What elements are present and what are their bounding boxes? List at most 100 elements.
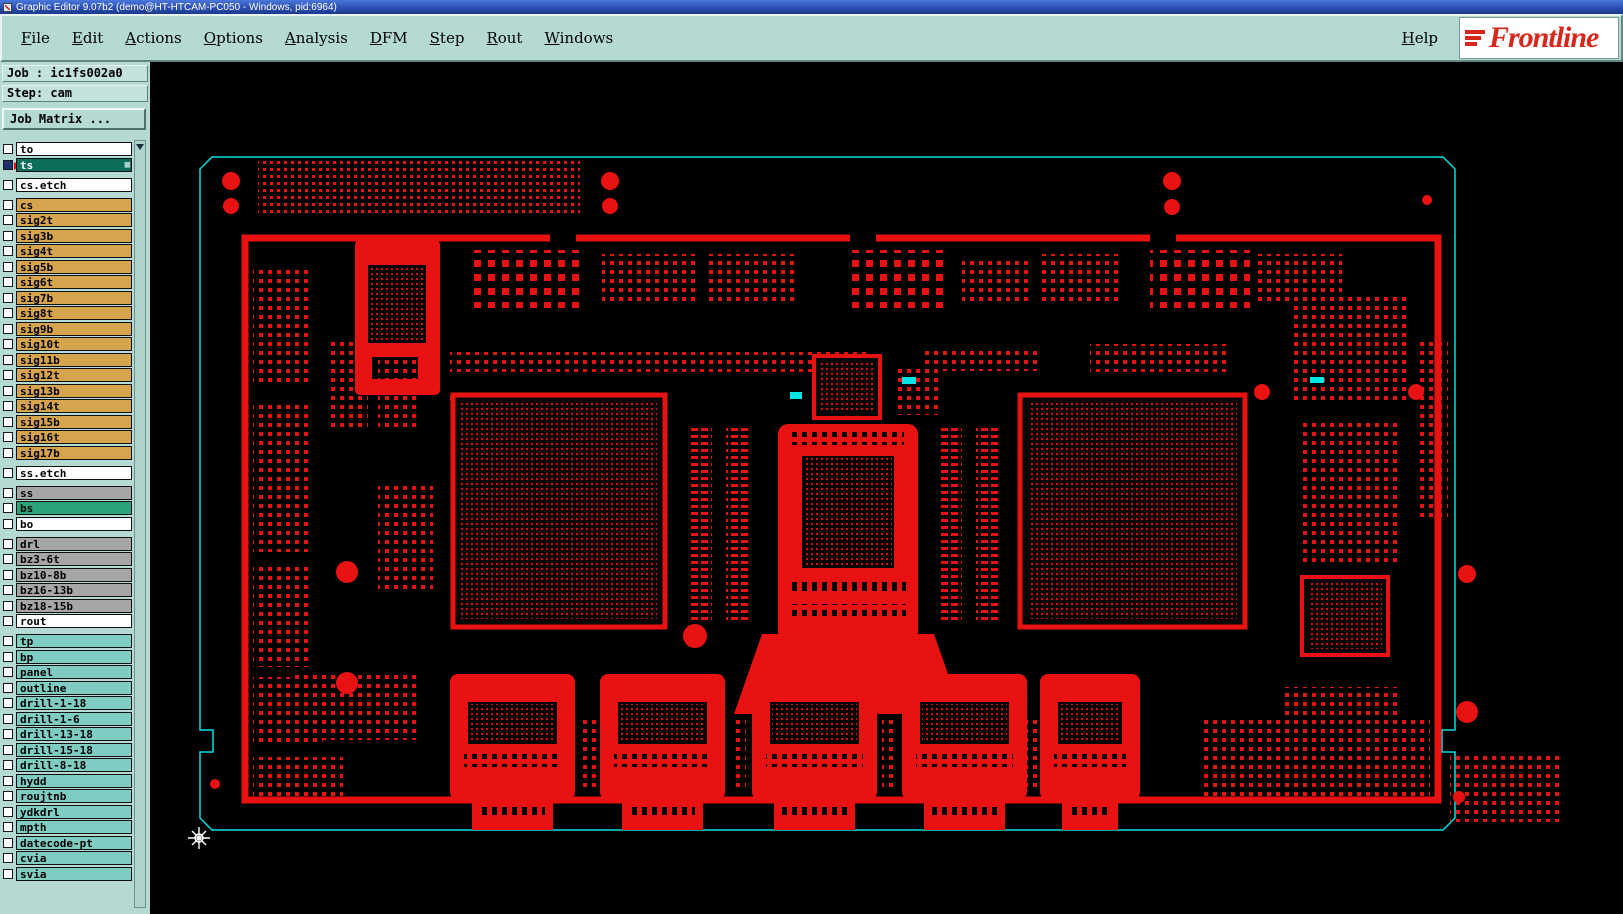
layer-name[interactable]: svia [16, 866, 132, 881]
menu-item[interactable]: Edit [71, 29, 104, 47]
layer-checkbox[interactable] [3, 651, 13, 662]
layer-checkbox[interactable] [3, 667, 13, 677]
layer-row[interactable]: sig8t [2, 306, 132, 320]
layer-checkbox[interactable] [3, 370, 13, 380]
layer-name[interactable]: ydkdrl [16, 804, 132, 819]
layer-name[interactable]: sig12t [16, 368, 132, 382]
layer-name[interactable]: cvia [16, 851, 132, 865]
menu-item-help[interactable]: Help [1401, 29, 1438, 47]
layer-checkbox[interactable] [3, 837, 13, 848]
layer-name[interactable]: drl [16, 536, 132, 551]
layer-checkbox[interactable] [3, 401, 13, 411]
layer-row[interactable]: ss [2, 485, 132, 500]
menu-item[interactable]: Analysis [284, 29, 348, 47]
layer-row[interactable]: rout [2, 614, 132, 628]
layer-row[interactable]: cvia [2, 851, 132, 865]
layer-name[interactable]: sig10t [16, 337, 132, 351]
layer-checkbox[interactable] [3, 467, 13, 478]
layer-name[interactable]: drill-15-18 [16, 742, 132, 757]
layer-checkbox[interactable] [3, 215, 13, 225]
layer-name[interactable]: bp [16, 649, 132, 664]
layer-row[interactable]: sig3b [2, 228, 132, 243]
layer-checkbox[interactable] [3, 230, 13, 241]
layer-name[interactable]: bz10-8b [16, 567, 132, 582]
layer-name[interactable]: sig2t [16, 213, 132, 227]
layer-row[interactable]: sig11b [2, 352, 132, 367]
layer-checkbox[interactable] [3, 354, 13, 365]
layer-row[interactable]: sig14t [2, 399, 132, 413]
layer-name[interactable]: drill-1-6 [16, 711, 132, 726]
layer-checkbox[interactable] [3, 416, 13, 427]
layer-row[interactable]: sig9b [2, 321, 132, 336]
layer-checkbox[interactable] [3, 853, 13, 863]
pcb-canvas[interactable] [150, 62, 1623, 914]
layer-checkbox[interactable] [3, 179, 13, 190]
layer-checkbox[interactable] [3, 292, 13, 303]
menu-item[interactable]: Step [429, 29, 465, 47]
layer-name[interactable]: sig13b [16, 383, 132, 398]
layer-row[interactable]: svia [2, 866, 132, 881]
layer-row[interactable]: ts [2, 157, 132, 172]
layer-row[interactable]: sig6t [2, 275, 132, 289]
layer-row[interactable]: sig7b [2, 290, 132, 305]
layer-name[interactable]: ss.etch [16, 465, 132, 480]
layer-checkbox[interactable] [3, 822, 13, 832]
layer-name[interactable]: drill-1-18 [16, 696, 132, 710]
layer-row[interactable]: mpth [2, 820, 132, 834]
scroll-arrow-icon[interactable] [136, 144, 144, 150]
layer-row[interactable]: sig17b [2, 445, 132, 460]
menu-item[interactable]: Actions [125, 29, 182, 47]
layer-checkbox[interactable] [3, 159, 20, 170]
menu-item[interactable]: File [21, 29, 50, 47]
layer-name[interactable]: sig7b [16, 290, 132, 305]
layer-checkbox[interactable] [3, 600, 13, 611]
layer-name[interactable]: sig9b [16, 321, 132, 336]
layer-row[interactable]: bz10-8b [2, 567, 132, 582]
layer-row[interactable]: tp [2, 634, 132, 648]
layer-name[interactable]: bz3-6t [16, 552, 132, 566]
layer-checkbox[interactable] [3, 518, 13, 529]
layer-name[interactable]: hydd [16, 773, 132, 788]
layer-checkbox[interactable] [3, 791, 13, 801]
layer-checkbox[interactable] [3, 385, 13, 396]
layer-row[interactable]: hydd [2, 773, 132, 788]
layer-row[interactable]: ydkdrl [2, 804, 132, 819]
layer-checkbox[interactable] [3, 261, 13, 272]
layer-name[interactable]: panel [16, 665, 132, 679]
layer-checkbox[interactable] [3, 713, 13, 724]
layer-checkbox[interactable] [3, 868, 13, 879]
layer-row[interactable]: drill-8-18 [2, 758, 132, 772]
layer-name[interactable]: tp [16, 634, 132, 648]
layer-checkbox[interactable] [3, 585, 13, 595]
layer-checkbox[interactable] [3, 744, 13, 755]
layer-name[interactable]: rout [16, 614, 132, 628]
layer-row[interactable]: sig4t [2, 244, 132, 258]
layer-name[interactable]: bo [16, 516, 132, 531]
layer-checkbox[interactable] [3, 538, 13, 549]
layer-checkbox[interactable] [3, 698, 13, 708]
layer-scrollbar[interactable] [134, 140, 146, 908]
layer-checkbox[interactable] [3, 760, 13, 770]
layer-name[interactable]: sig5b [16, 259, 132, 274]
layer-row[interactable]: sig10t [2, 337, 132, 351]
layer-name[interactable]: drill-13-18 [16, 727, 132, 741]
layer-name[interactable]: mpth [16, 820, 132, 834]
layer-row[interactable]: sig5b [2, 259, 132, 274]
layer-checkbox[interactable] [3, 308, 13, 318]
layer-name[interactable]: outline [16, 680, 132, 695]
layer-name[interactable]: ss [16, 485, 132, 500]
layer-row[interactable]: bs [2, 501, 132, 515]
layer-row[interactable]: roujtnb [2, 789, 132, 803]
layer-row[interactable]: bz3-6t [2, 552, 132, 566]
layer-checkbox[interactable] [3, 682, 13, 693]
layer-name[interactable]: sig3b [16, 228, 132, 243]
layer-name[interactable]: ts [16, 157, 132, 172]
layer-row[interactable]: sig12t [2, 368, 132, 382]
layer-name[interactable]: sig15b [16, 414, 132, 429]
layer-checkbox[interactable] [3, 487, 13, 498]
layer-row[interactable]: to [2, 142, 132, 156]
layer-name[interactable]: bz18-15b [16, 598, 132, 613]
layer-row[interactable]: ss.etch [2, 465, 132, 480]
layer-checkbox[interactable] [3, 323, 13, 334]
layer-row[interactable]: cs.etch [2, 177, 132, 192]
